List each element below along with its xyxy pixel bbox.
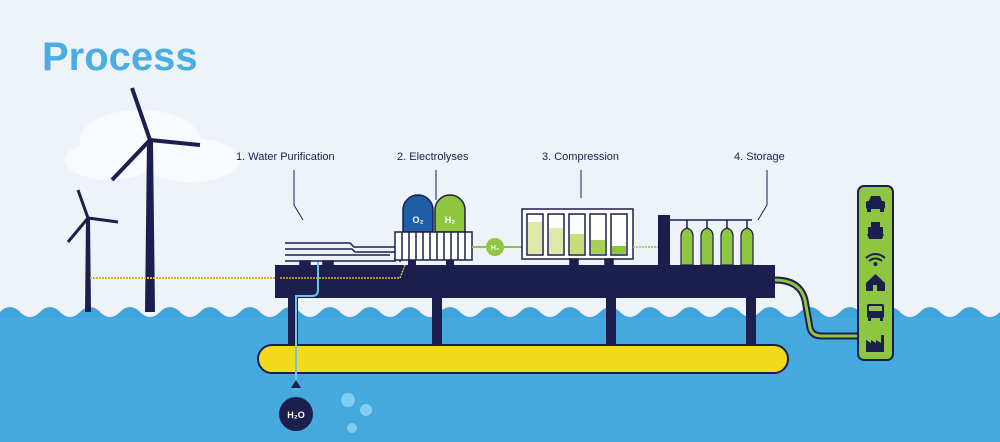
water-label: H₂O — [287, 410, 305, 420]
factory-icon — [866, 335, 884, 352]
bubbles — [341, 393, 372, 433]
electrolyser — [394, 194, 473, 265]
hydrogen-label: H₂ — [445, 215, 456, 225]
deck-cable — [280, 264, 406, 279]
step-label-electrolyses: 2. Electrolyses — [397, 151, 469, 163]
cloud — [65, 110, 240, 182]
bus-icon — [867, 304, 884, 321]
leader-lines — [293, 170, 768, 221]
step-label-compression: 3. Compression — [542, 151, 619, 163]
wind-turbine-large — [110, 87, 201, 312]
compressor — [521, 208, 634, 266]
car-icon — [866, 196, 885, 212]
water-intake-pipe — [295, 262, 319, 390]
hydrogen-node-label: H₂ — [491, 245, 499, 252]
storage-tanks — [658, 215, 754, 266]
water-purification-unit — [285, 242, 401, 266]
page-title: Process — [42, 35, 198, 79]
platform-legs — [288, 296, 756, 346]
intake-arrow-icon — [291, 380, 301, 388]
step-label-water-purification: 1. Water Purification — [236, 151, 335, 163]
oxygen-label: O₂ — [413, 215, 424, 225]
wind-turbine-small — [66, 189, 119, 312]
step-label-storage: 4. Storage — [734, 151, 785, 163]
wifi-icon — [865, 253, 886, 266]
house-icon — [866, 274, 885, 291]
platform-deck — [275, 265, 775, 298]
water-source-circle — [279, 397, 313, 431]
hydrogen-node — [486, 238, 504, 256]
ship-icon — [867, 222, 884, 239]
pontoon — [257, 344, 789, 374]
end-use-panel — [857, 185, 894, 361]
